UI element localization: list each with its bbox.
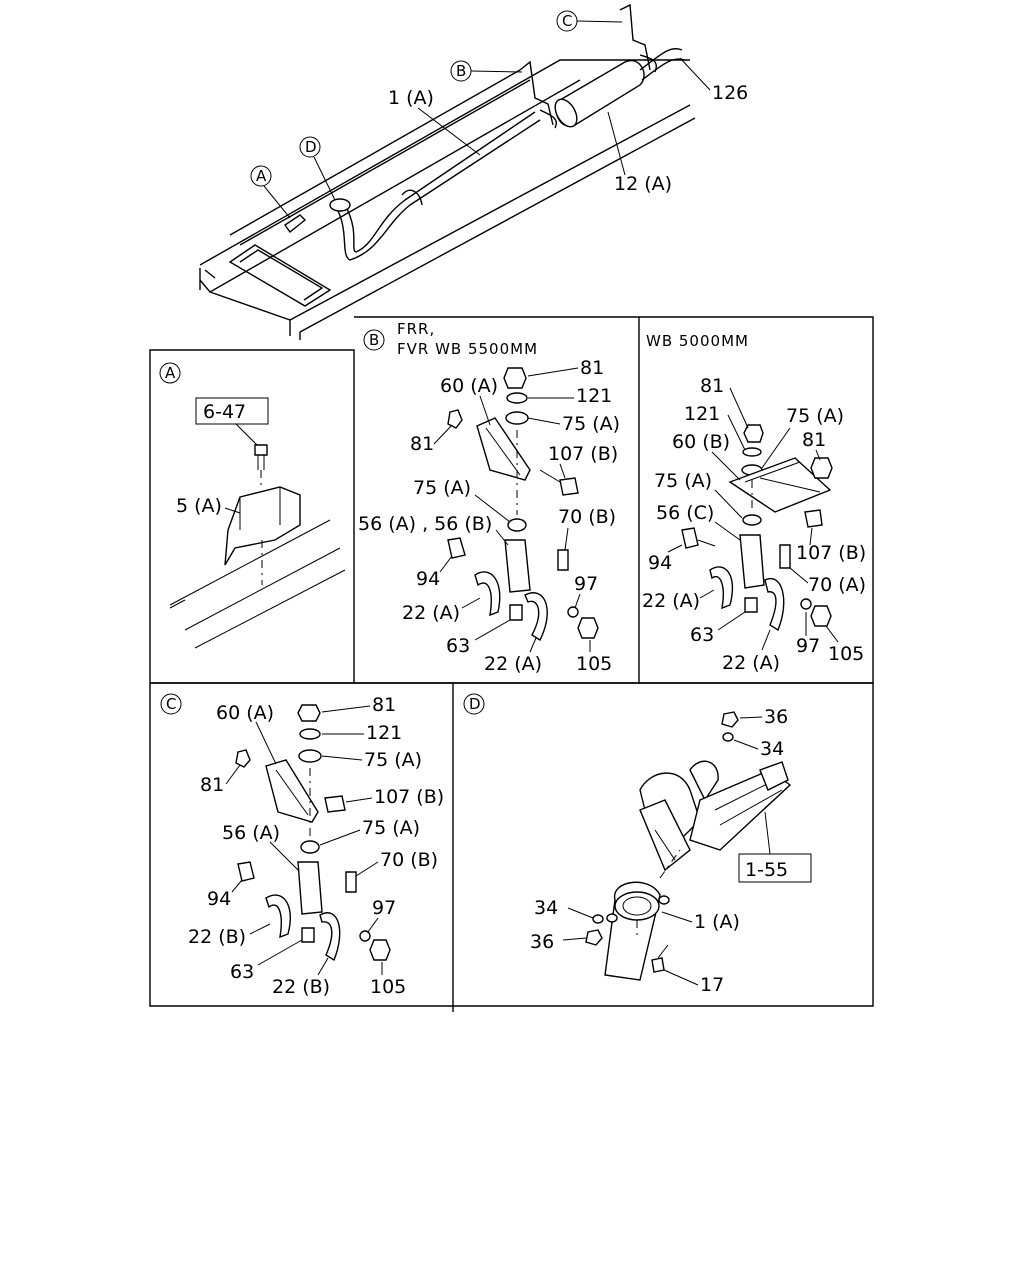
wb-label-94: 94	[648, 552, 672, 574]
c-label-75a-bottom: 75 (A)	[362, 817, 420, 839]
c-label-121: 121	[366, 722, 402, 744]
callout-c-overview: C	[556, 10, 623, 32]
b-label-105: 105	[576, 653, 612, 675]
ref-6-47-text: 6-47	[203, 401, 246, 423]
c-label-56a: 56 (A)	[222, 822, 280, 844]
c-label-70b: 70 (B)	[380, 849, 438, 871]
b-label-81-nut: 81	[580, 357, 604, 379]
c-label-94: 94	[207, 888, 231, 910]
panel-wb-title: WB 5000MM	[646, 332, 749, 350]
d-label-34-bottom: 34	[534, 897, 558, 919]
b-label-94: 94	[416, 568, 440, 590]
b-label-81-side: 81	[410, 433, 434, 455]
wb-label-105: 105	[828, 643, 864, 665]
callout-b-overview: B	[450, 60, 523, 82]
panel-a-letter: A	[165, 364, 176, 382]
c-label-22b-right: 22 (B)	[272, 976, 330, 998]
panel-d: D 1-55 36 34 34 36 1	[463, 693, 812, 996]
label-pipe-1a: 1 (A)	[388, 87, 434, 109]
label-tailpipe-126: 126	[712, 82, 748, 104]
wb-label-81-nut: 81	[700, 375, 724, 397]
d-label-36-bottom: 36	[530, 931, 554, 953]
b-label-97: 97	[574, 573, 598, 595]
d-label-1a: 1 (A)	[694, 911, 740, 933]
panel-b: B FRR, FVR WB 5500MM 81 121 75 (A) 60 (A…	[358, 320, 620, 675]
c-label-22b-left: 22 (B)	[188, 926, 246, 948]
wb-label-22a-right: 22 (A)	[722, 652, 780, 674]
b-label-75a-top: 75 (A)	[562, 413, 620, 435]
panel-c-letter: C	[166, 695, 176, 713]
panel-c: C 60 (A) 81 121 75 (A) 81 107 (B) 56 (A)…	[160, 693, 444, 998]
svg-text:D: D	[305, 138, 317, 156]
ref-1-55-text: 1-55	[745, 859, 788, 881]
ref-box-6-47	[195, 397, 269, 425]
panel-a: A 6-47 5 (A)	[159, 362, 346, 649]
b-label-75a-bottom: 75 (A)	[413, 477, 471, 499]
c-label-81-nut: 81	[372, 694, 396, 716]
wb-label-81-side: 81	[802, 429, 826, 451]
c-label-75a-top: 75 (A)	[364, 749, 422, 771]
wb-label-22a-left: 22 (A)	[642, 590, 700, 612]
c-label-105: 105	[370, 976, 406, 998]
b-label-60a: 60 (A)	[440, 375, 498, 397]
label-silencer-12a: 12 (A)	[614, 173, 672, 195]
wb-label-97: 97	[796, 635, 820, 657]
b-label-70b: 70 (B)	[558, 506, 616, 528]
wb-label-121: 121	[684, 403, 720, 425]
ref-box-1-55	[738, 853, 812, 883]
label-5a: 5 (A)	[176, 495, 222, 517]
wb-label-107b: 107 (B)	[796, 542, 866, 564]
callout-a-overview: A	[250, 165, 291, 219]
b-label-56a-56b: 56 (A) , 56 (B)	[358, 513, 492, 535]
panel-b-title-1: FRR,	[397, 320, 435, 338]
wb-label-60b: 60 (B)	[672, 431, 730, 453]
wb-label-63: 63	[690, 624, 714, 646]
b-label-22a-right: 22 (A)	[484, 653, 542, 675]
overview-drawing: A B C D 1 (A) 12 (A) 126	[199, 3, 748, 340]
b-label-121: 121	[576, 385, 612, 407]
panel-d-letter: D	[469, 695, 481, 713]
panel-wb-5000: WB 5000MM 81 121 75 (A) 81 60 (B) 75 (A)…	[642, 332, 866, 674]
panel-b-title-2: FVR WB 5500MM	[397, 340, 538, 358]
b-label-22a-left: 22 (A)	[402, 602, 460, 624]
b-label-63: 63	[446, 635, 470, 657]
d-label-36-top: 36	[764, 706, 788, 728]
panel-frames	[149, 316, 874, 1012]
c-label-97: 97	[372, 897, 396, 919]
c-label-60a: 60 (A)	[216, 702, 274, 724]
wb-label-70a: 70 (A)	[808, 574, 866, 596]
svg-text:A: A	[256, 167, 267, 185]
d-label-34-top: 34	[760, 738, 784, 760]
panel-b-letter: B	[369, 331, 379, 349]
svg-text:B: B	[456, 62, 466, 80]
c-label-81-side: 81	[200, 774, 224, 796]
svg-text:C: C	[562, 12, 572, 30]
c-label-107b: 107 (B)	[374, 786, 444, 808]
b-label-107b: 107 (B)	[548, 443, 618, 465]
wb-label-56c: 56 (C)	[656, 502, 714, 524]
callout-d-overview: D	[299, 136, 336, 201]
wb-label-75a-bottom: 75 (A)	[654, 470, 712, 492]
wb-label-75a-top: 75 (A)	[786, 405, 844, 427]
d-label-17: 17	[700, 974, 724, 996]
c-label-63: 63	[230, 961, 254, 983]
